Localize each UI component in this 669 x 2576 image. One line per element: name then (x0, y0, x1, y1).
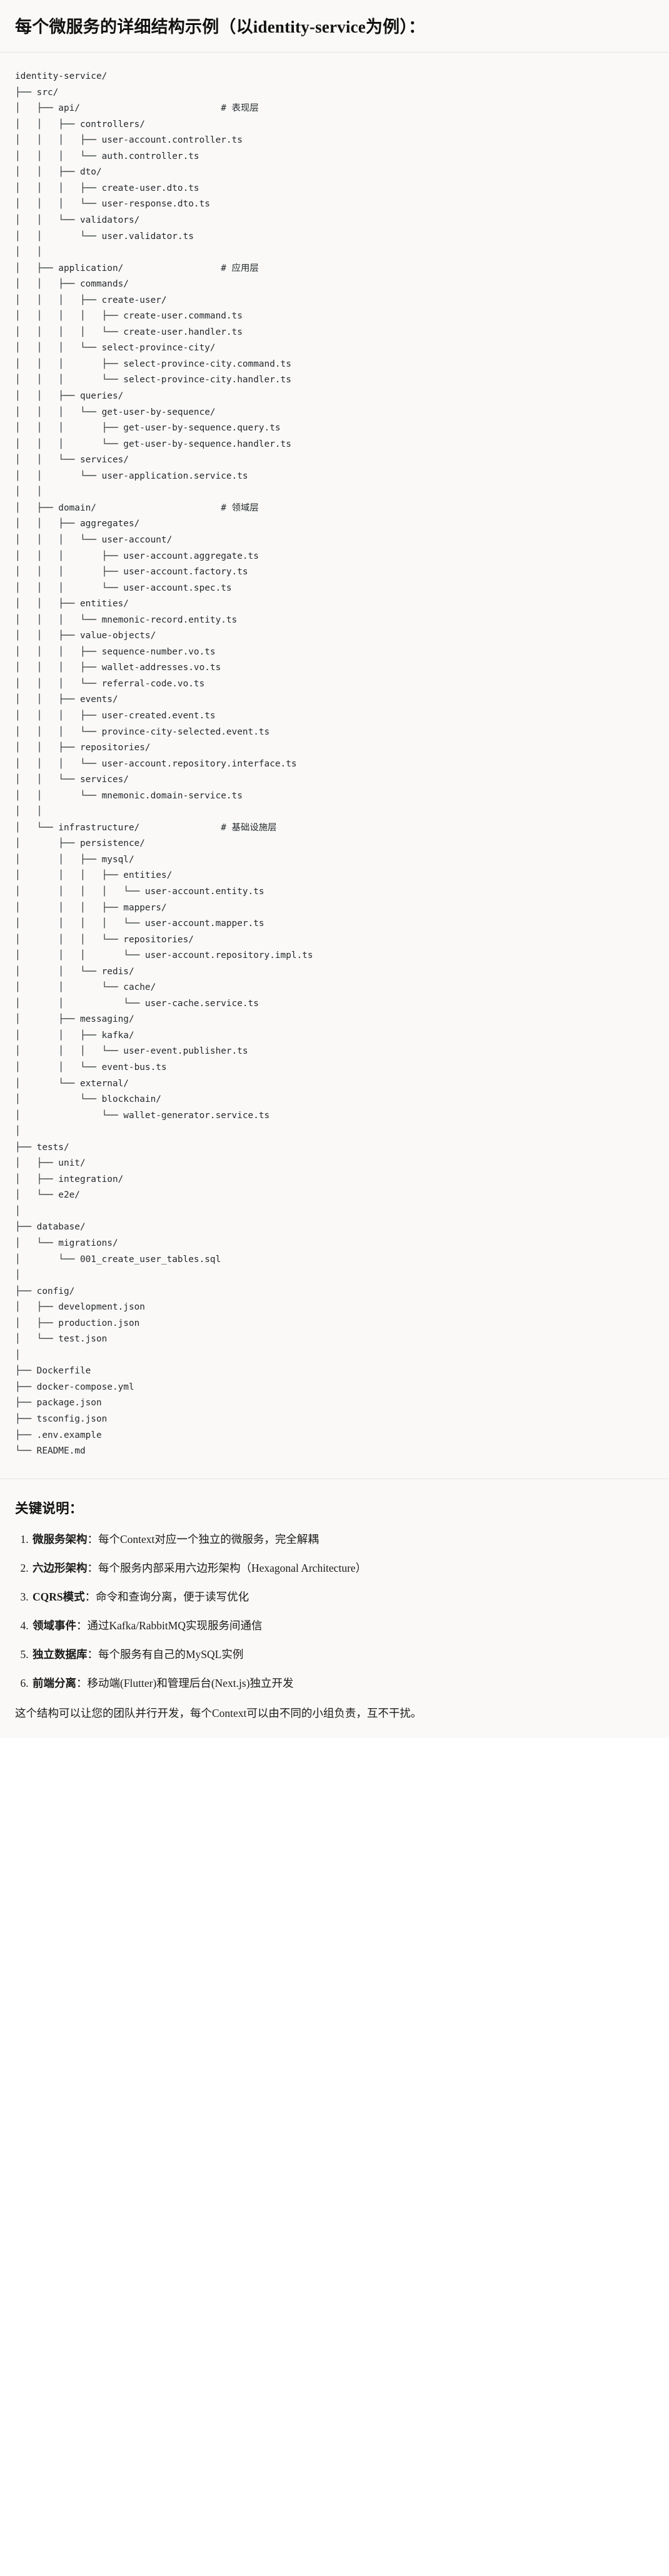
list-item: CQRS模式：命令和查询分离，便于读写优化 (31, 1589, 654, 1606)
list-item: 独立数据库：每个服务有自己的MySQL实例 (31, 1646, 654, 1663)
directory-tree: identity-service/ ├── src/ │ ├── api/ # … (15, 71, 313, 1457)
note-term: 微服务架构 (33, 1532, 88, 1545)
note-desc: ：移动端(Flutter)和管理后台(Next.js)独立开发 (76, 1677, 294, 1690)
key-notes-list: 微服务架构：每个Context对应一个独立的微服务，完全解耦 六边形架构：每个服… (15, 1531, 654, 1693)
note-term: 独立数据库 (33, 1648, 88, 1661)
note-term: 六边形架构 (33, 1561, 88, 1574)
note-term: 前端分离 (33, 1677, 76, 1690)
note-desc: ：每个服务内部采用六边形架构（Hexagonal Architecture） (87, 1561, 367, 1574)
page-title: 每个微服务的详细结构示例（以identity-service为例）： (15, 18, 426, 36)
note-desc: ：通过Kafka/RabbitMQ实现服务间通信 (76, 1619, 263, 1632)
list-item: 六边形架构：每个服务内部采用六边形架构（Hexagonal Architectu… (31, 1560, 654, 1577)
list-item: 前端分离：移动端(Flutter)和管理后台(Next.js)独立开发 (31, 1675, 654, 1692)
key-notes-section: 关键说明： 微服务架构：每个Context对应一个独立的微服务，完全解耦 六边形… (0, 1479, 669, 1739)
note-desc: ：每个服务有自己的MySQL实例 (87, 1648, 244, 1661)
list-item: 领域事件：通过Kafka/RabbitMQ实现服务间通信 (31, 1617, 654, 1634)
list-item: 微服务架构：每个Context对应一个独立的微服务，完全解耦 (31, 1531, 654, 1548)
note-term: CQRS模式 (33, 1590, 85, 1603)
note-desc: ：每个Context对应一个独立的微服务，完全解耦 (87, 1532, 319, 1545)
note-desc: ：命令和查询分离，便于读写优化 (84, 1590, 249, 1603)
key-notes-heading: 关键说明： (15, 1500, 83, 1516)
document-header: 每个微服务的详细结构示例（以identity-service为例）： (0, 0, 669, 53)
directory-tree-block: identity-service/ ├── src/ │ ├── api/ # … (0, 53, 669, 1479)
note-term: 领域事件 (33, 1619, 76, 1632)
closing-paragraph: 这个结构可以让您的团队并行开发，每个Context可以由不同的小组负责，互不干扰… (15, 1707, 422, 1720)
